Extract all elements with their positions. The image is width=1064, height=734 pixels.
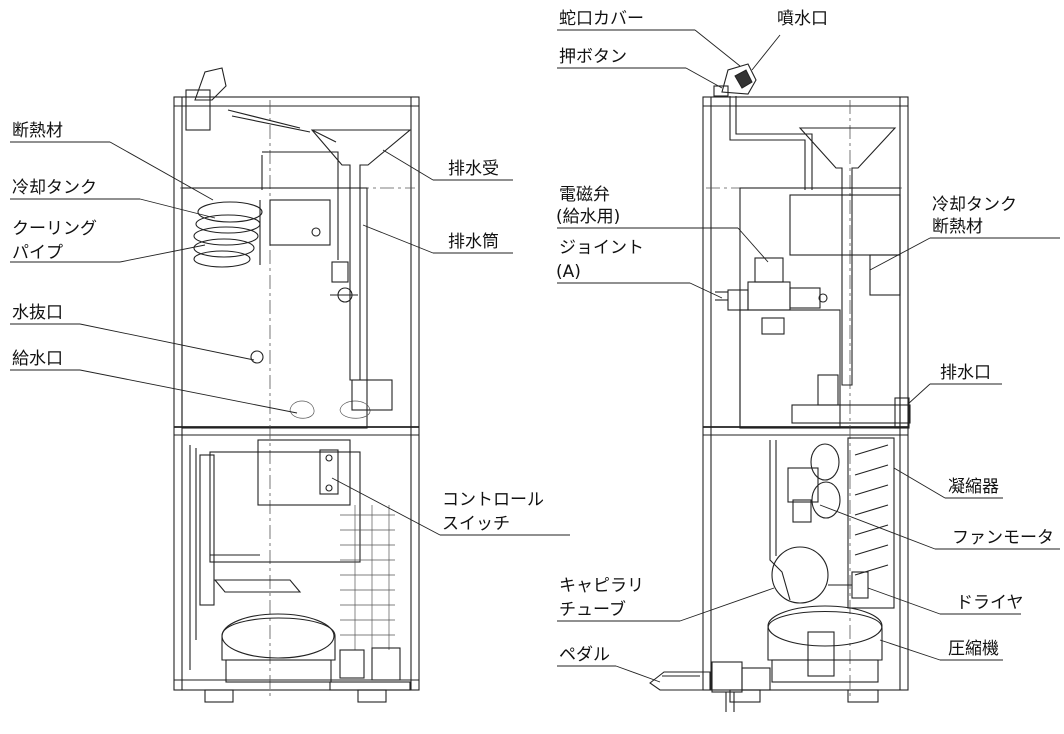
label-drain-outlet: 排水口 bbox=[940, 363, 991, 383]
label-insulation: 断熱材 bbox=[12, 121, 63, 141]
label-spout: 噴水口 bbox=[777, 9, 828, 29]
label-cooling-pipe-1: クーリング bbox=[12, 219, 97, 239]
compressor-right bbox=[767, 605, 883, 683]
label-cooling-tank: 冷却タンク bbox=[12, 178, 97, 198]
label-cooling-pipe-2: パイプ bbox=[12, 243, 63, 263]
left-labels: 断熱材 冷却タンク クーリング パイプ 水抜口 給水口 排水受 排水筒 コントロ… bbox=[12, 121, 544, 534]
label-drain-plug: 水抜口 bbox=[12, 303, 63, 323]
label-control-switch-1: コントロール bbox=[442, 490, 544, 510]
left-leader-lines bbox=[10, 141, 570, 536]
label-tank-insulation-2: 断熱材 bbox=[932, 217, 983, 237]
label-push-button: 押ボタン bbox=[559, 47, 627, 67]
label-solenoid-valve-2: (給水用) bbox=[556, 207, 620, 227]
label-solenoid-valve-1: 電磁弁 bbox=[559, 185, 610, 205]
label-water-inlet: 給水口 bbox=[12, 349, 63, 369]
label-control-switch-2: スイッチ bbox=[442, 514, 510, 534]
condenser bbox=[847, 437, 895, 609]
label-condenser: 凝縮器 bbox=[948, 477, 999, 497]
label-drain-tube: 排水筒 bbox=[448, 232, 499, 252]
label-joint-1: ジョイント bbox=[559, 238, 644, 258]
cooling-coil bbox=[193, 200, 263, 268]
label-capillary-tube-1: キャピラリ bbox=[559, 576, 644, 596]
label-capillary-tube-2: チューブ bbox=[559, 599, 626, 620]
solenoid-valve bbox=[715, 257, 828, 335]
label-compressor: 圧縮機 bbox=[948, 639, 999, 659]
label-drain-receiver: 排水受 bbox=[448, 159, 499, 179]
fan-motor bbox=[787, 443, 841, 523]
label-dryer: ドライヤ bbox=[956, 593, 1024, 613]
label-faucet-cover: 蛇口カバー bbox=[559, 9, 644, 29]
left-machine-drawing bbox=[173, 67, 420, 703]
label-tank-insulation-1: 冷却タンク bbox=[932, 195, 1017, 215]
right-leader-lines bbox=[557, 29, 1060, 683]
label-fan-motor: ファンモータ bbox=[952, 528, 1054, 548]
label-pedal: ペダル bbox=[559, 645, 610, 665]
label-joint-2: (A) bbox=[556, 262, 581, 282]
condenser-grid-left bbox=[340, 505, 395, 650]
right-labels: 蛇口カバー 噴水口 押ボタン 電磁弁 (給水用) ジョイント (A) 冷却タンク… bbox=[556, 9, 1054, 665]
right-machine-drawing bbox=[649, 63, 911, 712]
compressor-left bbox=[221, 613, 401, 683]
pedal bbox=[649, 661, 771, 712]
